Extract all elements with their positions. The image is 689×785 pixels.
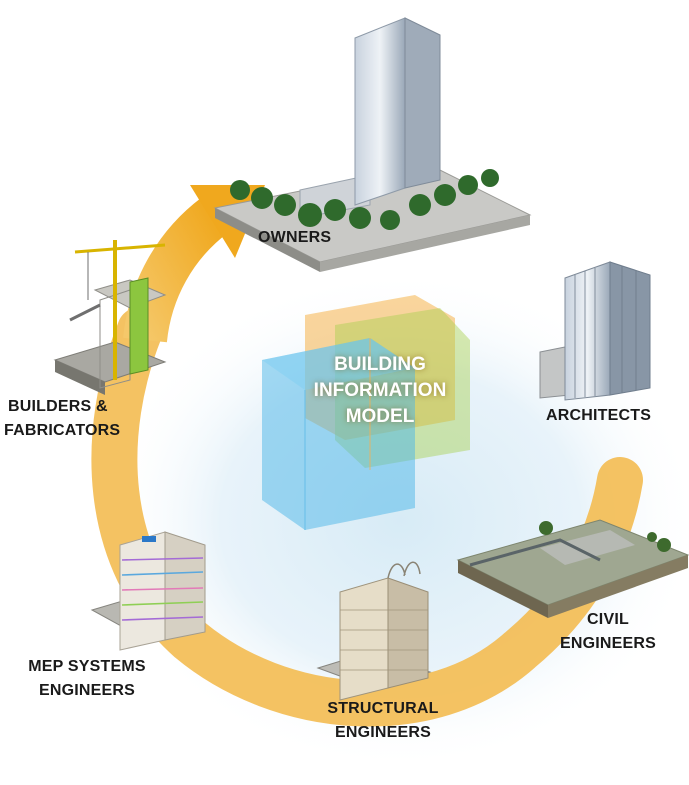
cycle-arrow xyxy=(123,197,229,343)
center-line-1: BUILDING xyxy=(334,354,426,375)
civil-line-2: ENGINEERS xyxy=(559,635,657,652)
label-structural-engineers: STRUCTURAL ENGINEERS xyxy=(318,697,448,745)
label-owners: OWNERS xyxy=(258,226,331,250)
center-model-label: BUILDING INFORMATION MODEL xyxy=(300,352,460,430)
label-architects: ARCHITECTS xyxy=(546,404,651,428)
builders-line-1: BUILDERS & xyxy=(8,398,108,415)
civil-line-1: CIVIL xyxy=(587,611,629,628)
center-line-3: MODEL xyxy=(345,406,415,427)
mep-line-2: ENGINEERS xyxy=(38,682,136,699)
center-line-2: INFORMATION xyxy=(313,380,447,401)
owners-line-1: OWNERS xyxy=(258,229,332,246)
label-builders-fabricators: BUILDERS & FABRICATORS xyxy=(4,395,120,443)
bim-cube-stack xyxy=(262,295,470,530)
cube-blue xyxy=(262,338,415,530)
architects-building xyxy=(539,261,651,401)
architects-line-1: ARCHITECTS xyxy=(546,407,652,424)
civil-site xyxy=(456,519,689,618)
label-mep-engineers: MEP SYSTEMS ENGINEERS xyxy=(22,655,152,703)
label-civil-engineers: CIVIL ENGINEERS xyxy=(548,608,668,656)
builders-building xyxy=(53,240,167,395)
owners-building xyxy=(213,17,532,272)
mep-line-1: MEP SYSTEMS xyxy=(28,658,146,675)
structural-line-2: ENGINEERS xyxy=(334,724,432,741)
structural-line-1: STRUCTURAL xyxy=(327,700,439,717)
structural-building xyxy=(316,561,432,701)
builders-line-2: FABRICATORS xyxy=(4,422,121,439)
mep-building xyxy=(90,531,206,651)
